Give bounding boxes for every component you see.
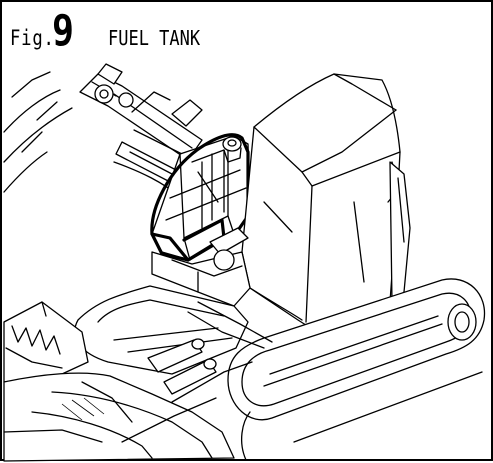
dozer-blade (3, 301, 89, 383)
figure-prefix: Fig. (10, 26, 55, 50)
dipper-arm (79, 63, 203, 161)
lower-foreground (3, 301, 273, 462)
figure-title: FUEL TANK (108, 26, 201, 50)
figure-caption: Fig. 9 FUEL TANK (10, 6, 216, 62)
upper-frame (151, 227, 251, 307)
operator-cab (241, 73, 404, 335)
boom-left-edge (3, 71, 73, 193)
crawler-track-right (227, 278, 486, 461)
figure-number: 9 (52, 6, 75, 56)
counterweight (389, 161, 411, 303)
